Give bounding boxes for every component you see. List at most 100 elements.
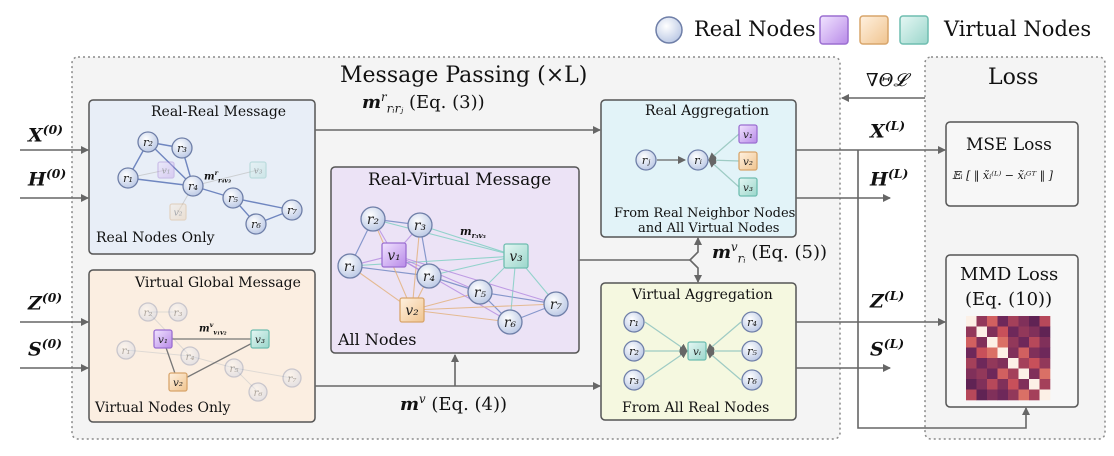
heatmap-cell xyxy=(1039,368,1051,380)
graph-node-r4: r₄ xyxy=(741,311,763,333)
real-aggregation-caption-2: and All Virtual Nodes xyxy=(638,221,780,236)
heatmap-cell xyxy=(976,326,988,338)
heatmap-cell xyxy=(976,347,988,359)
legend-real-node-icon xyxy=(655,16,683,44)
graph-node-r1: r₁ xyxy=(337,253,363,279)
graph-node-v1: v₁ xyxy=(157,161,175,179)
heatmap-cell xyxy=(1029,368,1040,380)
mse-loss-box xyxy=(945,121,1079,207)
graph-node-r4: r₄ xyxy=(182,175,204,197)
heatmap-cell xyxy=(966,347,977,359)
heatmap-cell xyxy=(966,358,977,369)
svg-text:v₂: v₂ xyxy=(174,207,183,218)
svg-text:r₆: r₆ xyxy=(253,387,262,399)
heatmap-cell xyxy=(987,358,998,369)
heatmap-cell xyxy=(1018,326,1030,338)
svg-text:v₃: v₃ xyxy=(255,334,265,346)
rr-faded-edge xyxy=(192,169,259,187)
heatmap-cell xyxy=(1008,347,1019,359)
rv-v3-edge xyxy=(419,224,517,257)
va-edge-r1 xyxy=(644,321,688,352)
real-aggregation-caption-1: From Real Neighbor Nodes xyxy=(614,206,796,221)
arrow-to-virtual-agg xyxy=(689,259,702,283)
graph-node-r1: r₁ xyxy=(116,340,136,360)
va-edge-r6 xyxy=(706,350,742,381)
heatmap-cell xyxy=(1018,389,1030,401)
graph-node-v2: v₂ xyxy=(169,203,187,221)
legend-virtual-orange-icon xyxy=(859,15,889,45)
graph-node-v2: v₂ xyxy=(168,372,188,392)
graph-node-r3: r₃ xyxy=(171,137,193,159)
ra-edge-v3 xyxy=(708,159,740,188)
input-h0-label: H(0) xyxy=(28,166,67,191)
svg-text:r₅: r₅ xyxy=(474,285,487,301)
graph-node-v2: v₂ xyxy=(738,151,758,171)
svg-text:r₄: r₄ xyxy=(747,315,757,329)
rv-v2-edge xyxy=(411,303,557,311)
heatmap-cell xyxy=(997,326,1009,338)
virtual-aggregation-title: Virtual Aggregation xyxy=(632,287,773,303)
svg-text:v₁: v₁ xyxy=(158,334,168,346)
vg-edge xyxy=(177,338,261,383)
rr-edge-label: mrr₄v₃ xyxy=(204,169,231,185)
svg-text:vᵢ: vᵢ xyxy=(693,346,701,358)
heatmap-cell xyxy=(1039,347,1051,359)
rv-v3-edge xyxy=(428,255,517,277)
va-edge-r3 xyxy=(644,350,688,381)
heatmap-cell xyxy=(1029,379,1040,390)
virtual-global-caption: Virtual Nodes Only xyxy=(95,400,231,416)
legend-virtual-teal-icon xyxy=(899,15,929,45)
heatmap-cell xyxy=(987,347,998,359)
svg-text:rⱼ: rⱼ xyxy=(642,153,651,167)
rv-v1-edge xyxy=(393,254,511,323)
virtual-global-title: Virtual Global Message xyxy=(135,275,301,291)
heatmap-cell xyxy=(966,337,977,348)
graph-node-r5: r₅ xyxy=(222,187,244,209)
heatmap-cell xyxy=(1039,379,1051,390)
heatmap-cell xyxy=(976,337,988,348)
svg-text:r₁: r₁ xyxy=(344,259,356,275)
svg-text:r₅: r₅ xyxy=(228,191,238,205)
heatmap-cell xyxy=(1008,316,1019,327)
graph-node-r5: r₅ xyxy=(224,358,244,378)
message-passing-title: Message Passing (×L) xyxy=(340,63,588,88)
heatmap-cell xyxy=(976,358,988,369)
graph-node-r4: r₄ xyxy=(416,263,442,289)
graph-node-r7: r₇ xyxy=(281,199,303,221)
heatmap-cell xyxy=(987,389,998,401)
mmd-loss-title: MMD Loss xyxy=(960,264,1059,285)
heatmap-cell xyxy=(966,316,977,327)
heatmap-cell xyxy=(987,368,998,380)
graph-node-vi: vᵢ xyxy=(687,341,707,361)
rv-v3-edge xyxy=(349,255,517,267)
heatmap-cell xyxy=(966,379,977,390)
heatmap-cell xyxy=(976,368,988,380)
real-aggregation-title: Real Aggregation xyxy=(645,103,769,119)
svg-text:v₃: v₃ xyxy=(254,165,263,176)
graph-node-r2: r₂ xyxy=(623,340,645,362)
heatmap-cell xyxy=(1018,347,1030,359)
virtual-aggregation-caption: From All Real Nodes xyxy=(622,400,770,416)
rv-real-edge xyxy=(479,291,557,305)
heatmap-cell xyxy=(1039,358,1051,369)
heatmap-cell xyxy=(1018,358,1030,369)
rv-v2-edge xyxy=(411,309,511,323)
heatmap-cell xyxy=(1029,358,1040,369)
heatmap-cell xyxy=(987,379,998,390)
real-real-title: Real-Real Message xyxy=(151,104,287,120)
legend-virtual-nodes-label: Virtual Nodes xyxy=(944,17,1092,41)
graph-node-r2: r₂ xyxy=(138,302,158,322)
graph-node-r6: r₆ xyxy=(245,213,267,235)
heatmap-cell xyxy=(1029,389,1040,401)
svg-text:v₂: v₂ xyxy=(405,303,418,319)
heatmap-cell xyxy=(1008,368,1019,380)
ra-edge-v1 xyxy=(708,133,740,161)
heatmap-cell xyxy=(1008,389,1019,401)
svg-text:r₇: r₇ xyxy=(550,297,563,313)
heatmap-cell xyxy=(1039,389,1051,401)
graph-node-v1: v₁ xyxy=(381,242,407,268)
heatmap-cell xyxy=(987,337,998,348)
heatmap-cell xyxy=(966,326,977,338)
svg-text:r₆: r₆ xyxy=(504,315,517,331)
